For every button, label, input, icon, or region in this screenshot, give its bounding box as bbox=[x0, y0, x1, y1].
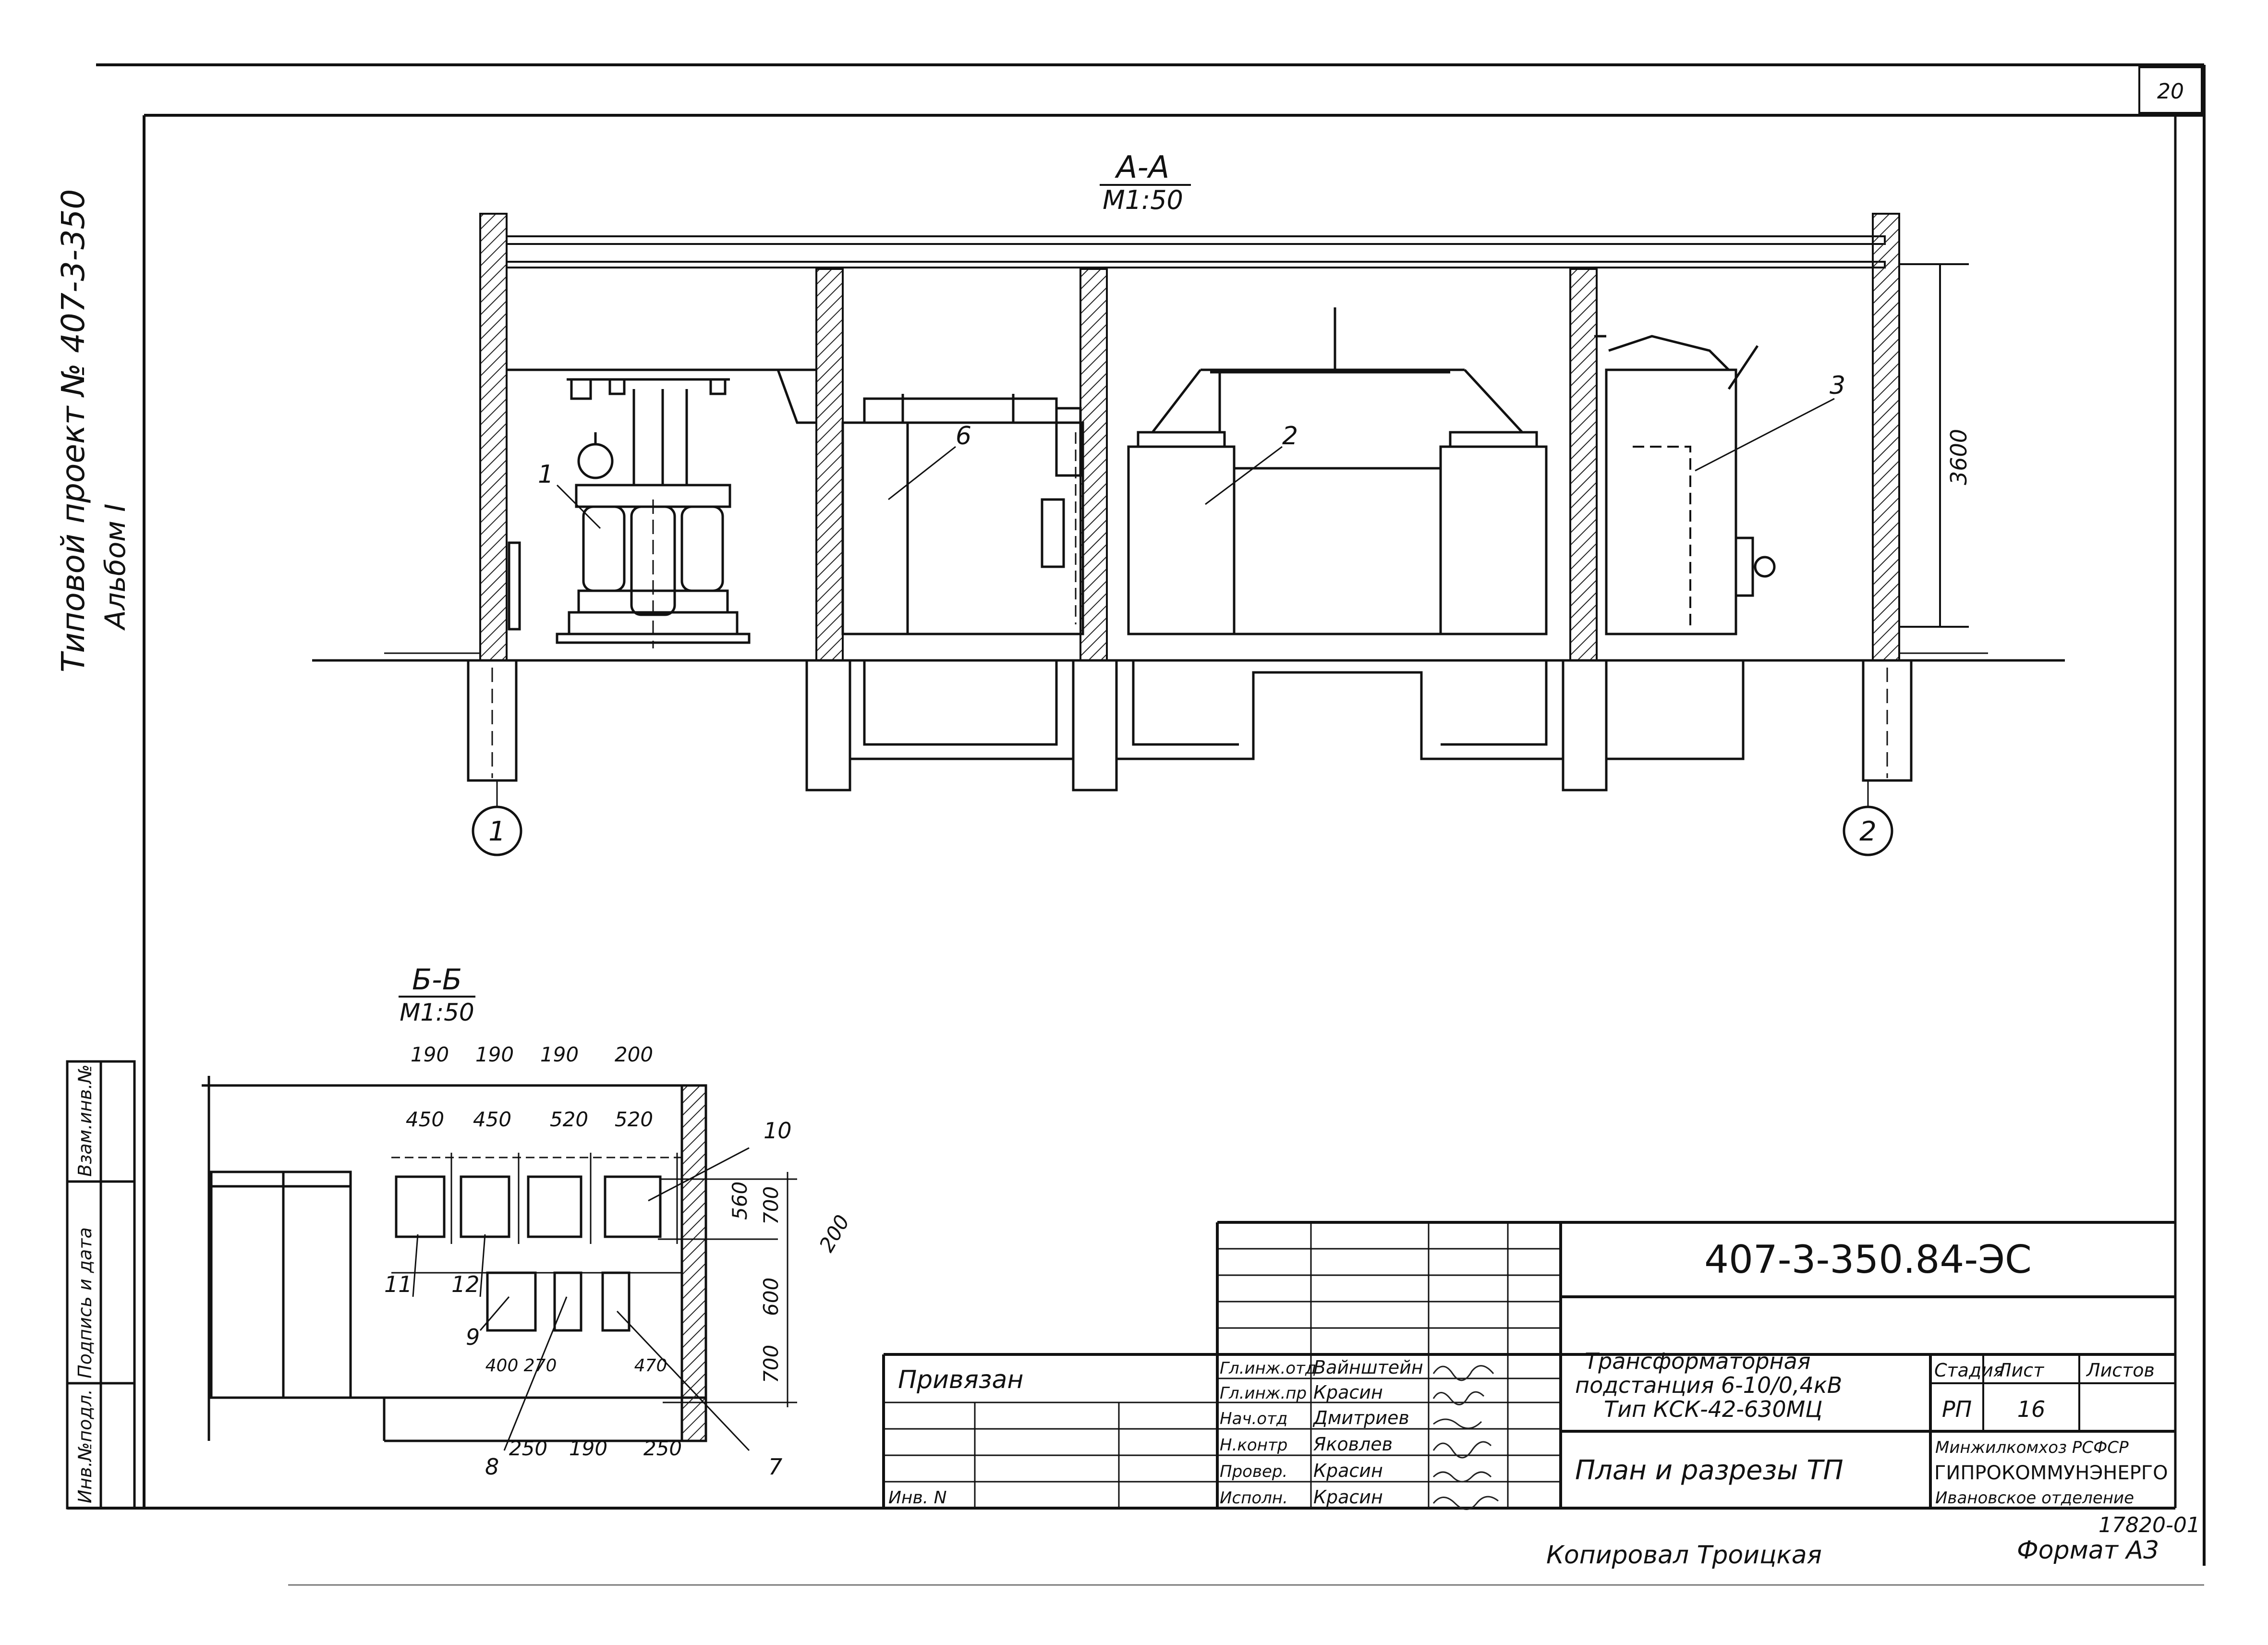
org-line2: ГИПРОКОММУНЭНЕРГО bbox=[1934, 1462, 2168, 1484]
wall-inner-3 bbox=[1569, 268, 1598, 661]
bb-bottom-dim-470: 470 bbox=[634, 1356, 667, 1376]
transformer-3 bbox=[1594, 335, 1776, 635]
side-note: Типовой проект № 407-3-350 Альбом I bbox=[55, 189, 132, 672]
object-title-line1: Трансформаторная bbox=[1585, 1348, 1811, 1374]
org-line3: Ивановское отделение bbox=[1935, 1488, 2134, 1508]
sheet-title: План и разрезы ТП bbox=[1575, 1455, 1844, 1486]
inv-label: Инв. N bbox=[888, 1488, 947, 1508]
role-3: Нач.отд bbox=[1220, 1409, 1287, 1428]
side-note-album: Альбом I bbox=[99, 504, 132, 631]
object-title-line2: подстанция 6-10/0,4кВ bbox=[1575, 1372, 1842, 1398]
bb-lower-dim-250b: 250 bbox=[643, 1437, 682, 1460]
signatures bbox=[1432, 1365, 1499, 1510]
aa-item-1: 1 bbox=[538, 460, 554, 489]
strip-signature-date: Подпись и дата bbox=[74, 1227, 96, 1378]
title-block-text: 407-3-350.84-ЭС Привязан Инв. N Гл.инж.о… bbox=[888, 1237, 2168, 1510]
bb-label-12: 12 bbox=[451, 1271, 480, 1297]
role-2: Гл.инж.пр bbox=[1220, 1384, 1307, 1403]
copy-number: 17820-01 bbox=[2098, 1513, 2200, 1537]
aa-item-3: 3 bbox=[1830, 371, 1845, 400]
bb-label-10: 10 bbox=[764, 1118, 792, 1144]
bb-mid-dim-2: 450 bbox=[473, 1108, 511, 1131]
axis-2-label: 2 bbox=[1859, 816, 1877, 847]
role-4: Н.контр bbox=[1220, 1436, 1287, 1455]
org-line1: Минжилкомхоз РСФСР bbox=[1935, 1438, 2129, 1457]
switchgear-6 bbox=[841, 394, 1084, 635]
bb-lower-dim-190: 190 bbox=[569, 1437, 607, 1460]
bb-right-dim-560: 560 bbox=[728, 1182, 752, 1220]
bb-right-dim-700b: 700 bbox=[759, 1345, 783, 1383]
strip-vzam-inv: Взам.инв.№ bbox=[74, 1064, 96, 1177]
sheets-header: Листов bbox=[2086, 1360, 2155, 1381]
bb-right-dim-700: 700 bbox=[759, 1186, 783, 1225]
name-6: Красин bbox=[1313, 1487, 1383, 1508]
wall-right bbox=[1872, 213, 1900, 661]
bb-label-11: 11 bbox=[384, 1271, 412, 1297]
bb-label-9: 9 bbox=[466, 1324, 480, 1350]
copied-by: Копировал Троицкая bbox=[1546, 1541, 1822, 1570]
switchgear-2 bbox=[1127, 307, 1548, 635]
wall-inner-2 bbox=[1079, 268, 1108, 661]
axis-1-label: 1 bbox=[488, 816, 506, 847]
bb-mid-dim-3: 520 bbox=[550, 1108, 588, 1131]
bb-top-dim-4: 200 bbox=[615, 1043, 653, 1066]
name-5: Красин bbox=[1313, 1460, 1383, 1481]
role-6: Исполн. bbox=[1220, 1488, 1288, 1508]
doc-code: 407-3-350.84-ЭС bbox=[1704, 1237, 2032, 1282]
bb-bottom-dim-400: 400 bbox=[485, 1356, 519, 1376]
bb-top-dim-3: 190 bbox=[540, 1043, 579, 1066]
bb-lower-dim-250a: 250 bbox=[509, 1437, 547, 1460]
aa-height-dim: 3600 bbox=[1946, 429, 1972, 485]
bb-top-dim-2: 190 bbox=[475, 1043, 514, 1066]
wall-inner-1 bbox=[815, 268, 844, 661]
bb-right-dim-200: 200 bbox=[814, 1211, 854, 1256]
left-strip bbox=[66, 1060, 136, 1510]
aa-item-6: 6 bbox=[956, 422, 971, 451]
section-bb: Б-Б М1:50 bbox=[202, 963, 854, 1480]
bb-label-8: 8 bbox=[485, 1454, 499, 1480]
sheet-header: Лист bbox=[1997, 1360, 2045, 1381]
bb-bottom-dim-270: 270 bbox=[524, 1356, 557, 1376]
name-3: Дмитриев bbox=[1312, 1407, 1409, 1428]
page-number: 20 bbox=[2157, 79, 2184, 104]
side-note-project: Типовой проект № 407-3-350 bbox=[55, 189, 92, 672]
sheet-number-value: 16 bbox=[2017, 1396, 2046, 1422]
strip-inv-podl: Инв.№подл. bbox=[74, 1389, 96, 1503]
name-2: Красин bbox=[1313, 1382, 1383, 1403]
stage-header: Стадия bbox=[1934, 1360, 2004, 1381]
wall-left bbox=[479, 213, 508, 661]
bb-mid-dim-4: 520 bbox=[615, 1108, 653, 1131]
stage-value: РП bbox=[1942, 1396, 1972, 1422]
section-aa: А-А М1:50 bbox=[312, 150, 2065, 856]
name-4: Яковлев bbox=[1313, 1434, 1393, 1455]
role-1: Гл.инж.отд bbox=[1220, 1359, 1316, 1378]
bb-top-dim-1: 190 bbox=[411, 1043, 449, 1066]
sheet-frame bbox=[67, 63, 2206, 1586]
transformer-1 bbox=[507, 368, 816, 644]
format-label: Формат А3 bbox=[2017, 1536, 2159, 1565]
section-aa-scale: М1:50 bbox=[1103, 185, 1183, 215]
role-5: Провер. bbox=[1220, 1462, 1287, 1481]
bb-mid-dim-1: 450 bbox=[406, 1108, 444, 1131]
object-title-line3: Тип КСК-42-630МЦ bbox=[1604, 1396, 1822, 1422]
section-aa-title: А-А bbox=[1115, 150, 1170, 185]
section-bb-scale: М1:50 bbox=[400, 999, 474, 1026]
bound-label: Привязан bbox=[898, 1365, 1023, 1394]
left-strip-labels: Инв.№подл. Подпись и дата Взам.инв.№ bbox=[74, 1064, 96, 1503]
bb-label-7: 7 bbox=[768, 1454, 782, 1480]
section-bb-title: Б-Б bbox=[412, 963, 462, 997]
aa-item-2: 2 bbox=[1282, 422, 1298, 451]
title-block bbox=[882, 1221, 2175, 1508]
name-1: Вайнштейн bbox=[1313, 1357, 1423, 1378]
bb-right-dim-600: 600 bbox=[759, 1278, 783, 1316]
